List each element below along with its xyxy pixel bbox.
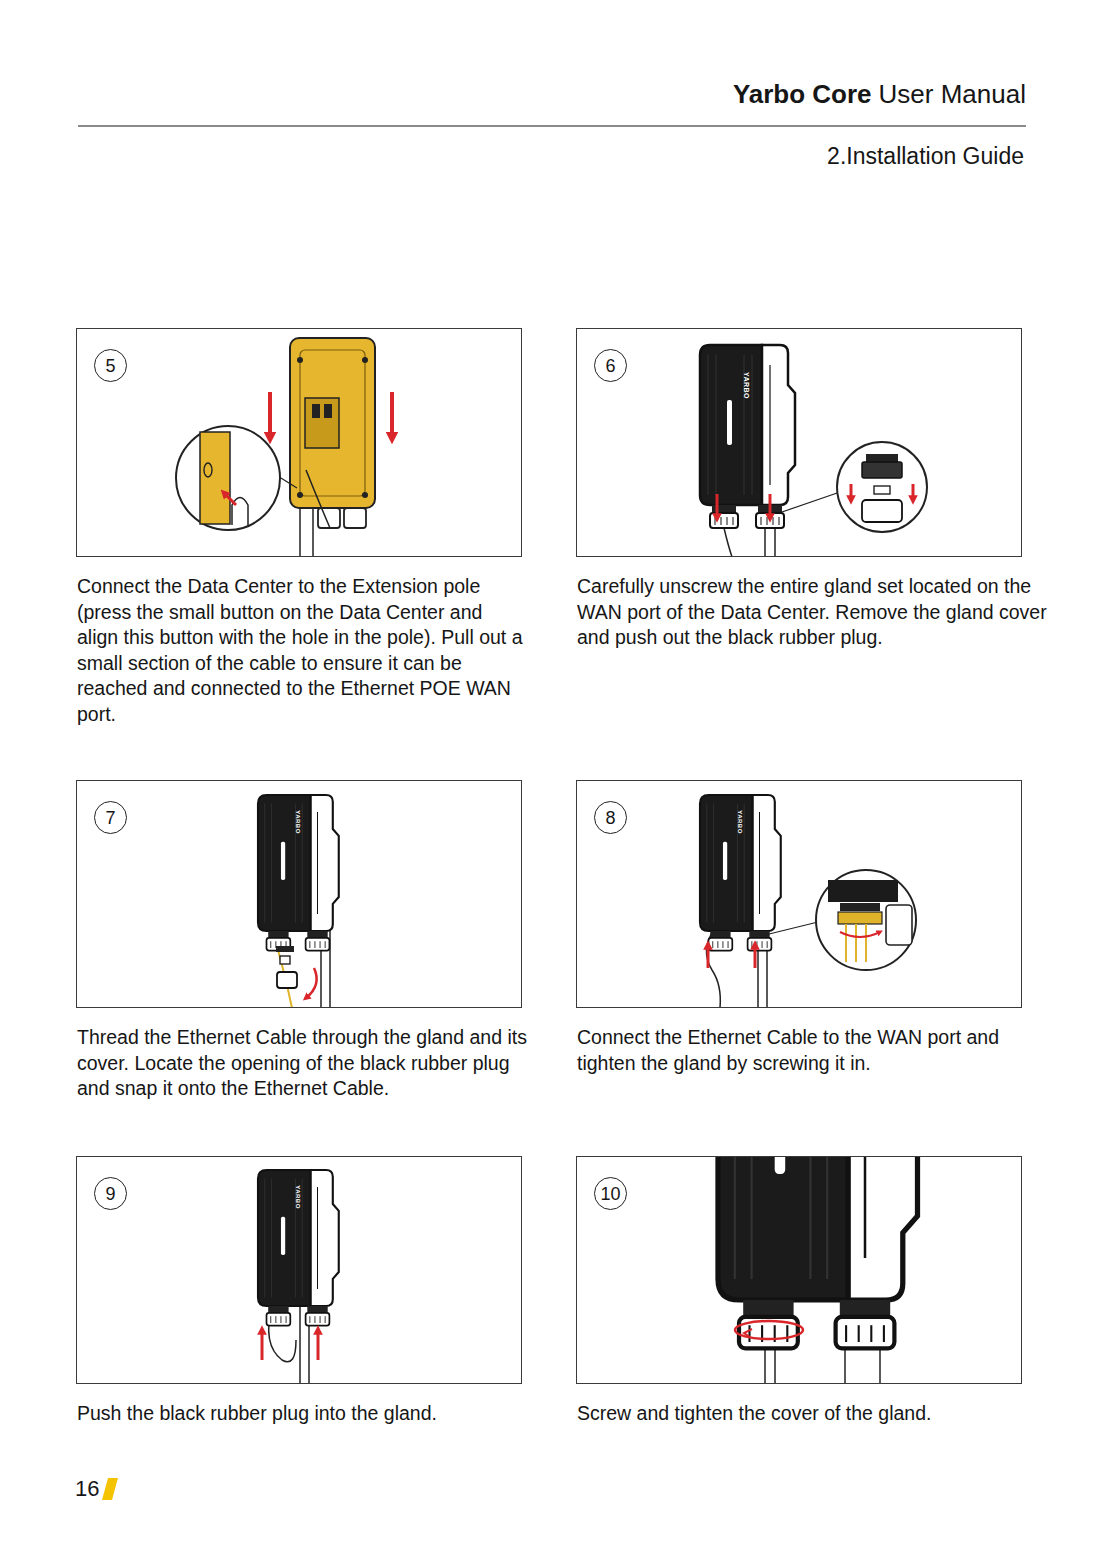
step-panel: Carefully unscrew the entire gland set l…: [576, 328, 1022, 557]
step-number: 9: [94, 1177, 127, 1210]
step-number: 8: [594, 801, 627, 834]
step-panel: Connect the Ethernet Cable to the WAN po…: [576, 780, 1022, 1008]
step-number-text: 5: [105, 357, 115, 375]
step-caption: Connect the Data Center to the Extension…: [77, 574, 527, 727]
step-number-text: 6: [605, 357, 615, 375]
step-caption: Connect the Ethernet Cable to the WAN po…: [577, 1025, 1047, 1076]
header: Yarbo CoreUser Manual: [733, 79, 1026, 110]
step-panel: Connect the Data Center to the Extension…: [76, 328, 522, 557]
step-caption: Carefully unscrew the entire gland set l…: [577, 574, 1047, 651]
step-caption: Push the black rubber plug into the glan…: [77, 1401, 527, 1427]
step-caption: Screw and tighten the cover of the gland…: [577, 1401, 1047, 1427]
manual-title: Yarbo Core: [733, 79, 872, 110]
device-logo: YARBO: [295, 1185, 301, 1209]
step-number: 10: [594, 1177, 627, 1210]
step-number: 5: [94, 349, 127, 382]
device-logo: YARBO: [737, 810, 743, 834]
step-panel: Screw and tighten the cover of the gland…: [576, 1156, 1022, 1384]
step-number-text: 8: [605, 809, 615, 827]
device-logo: YARBO: [295, 810, 301, 834]
step-number: 6: [594, 349, 627, 382]
manual-title: User Manual: [879, 79, 1026, 110]
device-logo: YARBO: [743, 371, 750, 398]
step-number-text: 10: [600, 1185, 620, 1203]
step-caption: Thread the Ethernet Cable through the gl…: [77, 1025, 527, 1102]
step-number-text: 7: [105, 809, 115, 827]
step-number-text: 9: [105, 1185, 115, 1203]
section-title: 2.Installation Guide: [827, 143, 1024, 170]
step-number: 7: [94, 801, 127, 834]
page-number: 16: [75, 1476, 99, 1502]
